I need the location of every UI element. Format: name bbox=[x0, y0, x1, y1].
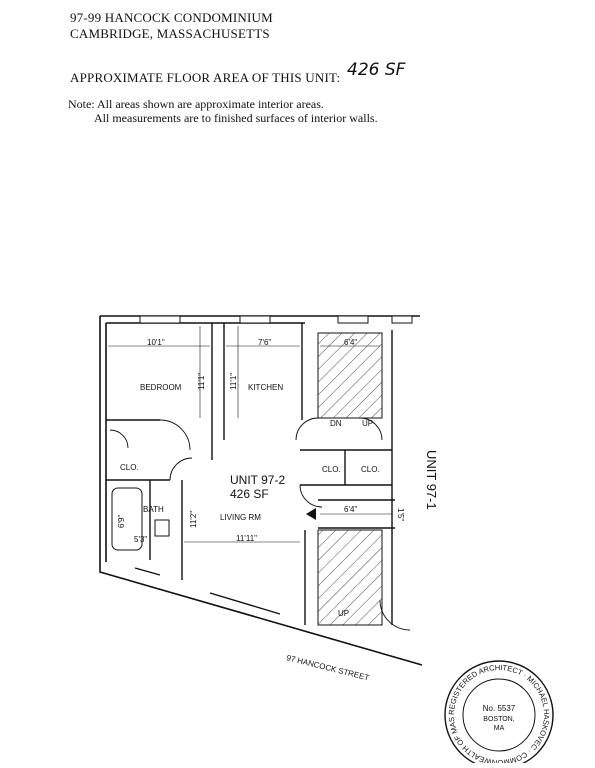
kitchen-depth: 11'1" bbox=[229, 373, 238, 390]
windows-top bbox=[139, 315, 413, 324]
stair-top-width: 6'4" bbox=[344, 338, 357, 347]
unit-area: 426 SF bbox=[230, 487, 269, 501]
seal-number: No. 5537 bbox=[483, 704, 516, 713]
handwritten-area: 426 SF bbox=[347, 60, 406, 80]
living-label: LIVING RM bbox=[220, 513, 261, 522]
dimension-lines bbox=[108, 326, 392, 543]
living-width: 11'11" bbox=[236, 534, 257, 543]
closet-mid-2: CLO. bbox=[361, 465, 380, 474]
note-line-2: All measurements are to finished surface… bbox=[94, 111, 378, 125]
seal-city: BOSTON, bbox=[483, 716, 514, 723]
bath-label: BATH bbox=[143, 505, 164, 514]
kitchen-label: KITCHEN bbox=[248, 383, 283, 392]
stair-up: UP bbox=[362, 419, 373, 428]
stair-arrow bbox=[306, 508, 316, 520]
lower-stair-dim: 1'5" bbox=[396, 508, 405, 521]
door-swings bbox=[109, 417, 411, 631]
stair-hatch bbox=[317, 332, 383, 626]
interior-walls bbox=[106, 323, 395, 625]
floor-plan: 10'1" 7'6" 6'4" BEDROOM 11'1" 11'1" KITC… bbox=[99, 315, 439, 683]
note-line-1: Note: All areas shown are approximate in… bbox=[68, 97, 324, 111]
bath-width: 5'3" bbox=[134, 535, 147, 544]
street-name: 97 HANCOCK STREET bbox=[286, 653, 371, 682]
lower-stair-width: 6'4" bbox=[344, 505, 357, 514]
bedroom-depth: 11'1" bbox=[197, 373, 206, 390]
lower-stair-up: UP bbox=[338, 609, 349, 618]
floor-area-label: APPROXIMATE FLOOR AREA OF THIS UNIT: bbox=[70, 70, 341, 85]
bath-length: 6'9" bbox=[117, 515, 126, 528]
neighbor-unit: UNIT 97-1 bbox=[424, 450, 439, 510]
bath-fixtures bbox=[111, 487, 170, 551]
closet-left: CLO. bbox=[120, 463, 139, 472]
bedroom-label: BEDROOM bbox=[140, 383, 182, 392]
closet-mid-1: CLO. bbox=[322, 465, 341, 474]
living-depth: 11'2" bbox=[189, 511, 198, 528]
windows-bottom bbox=[134, 567, 281, 615]
bedroom-width: 10'1" bbox=[147, 338, 165, 347]
seal-state: MA bbox=[494, 725, 505, 732]
kitchen-width: 7'6" bbox=[258, 338, 271, 347]
city-line: CAMBRIDGE, MASSACHUSETTS bbox=[70, 26, 270, 41]
architect-seal: REGISTERED ARCHITECT · MICHAEL HASKOVEC … bbox=[440, 657, 554, 763]
unit-name: UNIT 97-2 bbox=[230, 473, 285, 487]
building-name: 97-99 HANCOCK CONDOMINIUM bbox=[70, 10, 273, 25]
stair-dn: DN bbox=[330, 419, 342, 428]
